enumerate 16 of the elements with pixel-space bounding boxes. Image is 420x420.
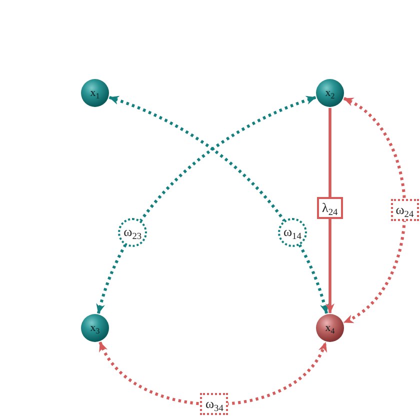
edge-label: ω$_{34}$ [200, 393, 228, 416]
node-label: x$_{3}$ [90, 322, 100, 334]
sphere-node [316, 314, 344, 342]
node-label: x$_{4}$ [325, 322, 335, 334]
edge-label: ω$_{14}$ [278, 218, 307, 248]
double-headed-arrow [343, 97, 406, 324]
sphere-node [316, 79, 344, 107]
double-headed-arrow [98, 341, 327, 406]
edge-label: ω$_{23}$ [118, 218, 148, 248]
edge-label: λ$_{24}$ [317, 197, 343, 220]
edge-label: ω$_{24}$ [390, 199, 419, 222]
sphere-node [81, 79, 109, 107]
arrow [326, 108, 334, 314]
node-label: x$_{1}$ [90, 88, 100, 98]
node-label: x$_{2}$ [325, 88, 335, 98]
sphere-node [81, 314, 109, 342]
